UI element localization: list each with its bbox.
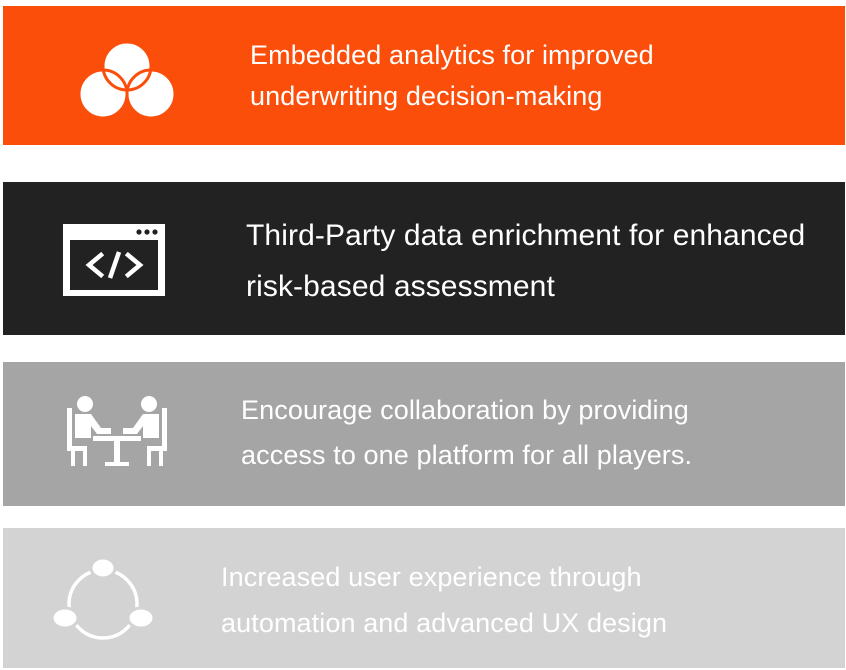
feature-band-user-experience: Increased user experience through automa… [3, 528, 845, 668]
meeting-table-icon [59, 394, 175, 468]
feature-line-2: risk-based assessment [246, 270, 555, 303]
code-window-icon [61, 222, 167, 298]
overlapping-circles-icon [75, 40, 179, 120]
feature-line-2: access to one platform for all players. [241, 440, 693, 470]
feature-line-1: Encourage collaboration by providing [241, 395, 689, 425]
feature-band-data-enrichment: Third-Party data enrichment for enhanced… [3, 182, 845, 335]
feature-line-1: Increased user experience through [221, 562, 642, 592]
cycle-nodes-icon [47, 556, 159, 640]
feature-line-2: automation and advanced UX design [221, 608, 668, 638]
feature-band-collaboration: Encourage collaboration by providing acc… [3, 362, 845, 506]
feature-line-1: Embedded analytics for improved [250, 40, 654, 70]
feature-text: Encourage collaboration by providing acc… [241, 388, 692, 478]
feature-band-analytics: Embedded analytics for improved underwri… [3, 6, 845, 145]
feature-text: Third-Party data enrichment for enhanced… [246, 210, 805, 312]
feature-line-1: Third-Party data enrichment for enhanced [246, 219, 806, 252]
feature-line-2: underwriting decision-making [250, 81, 603, 111]
feature-text: Increased user experience through automa… [221, 554, 667, 646]
feature-text: Embedded analytics for improved underwri… [250, 35, 654, 117]
